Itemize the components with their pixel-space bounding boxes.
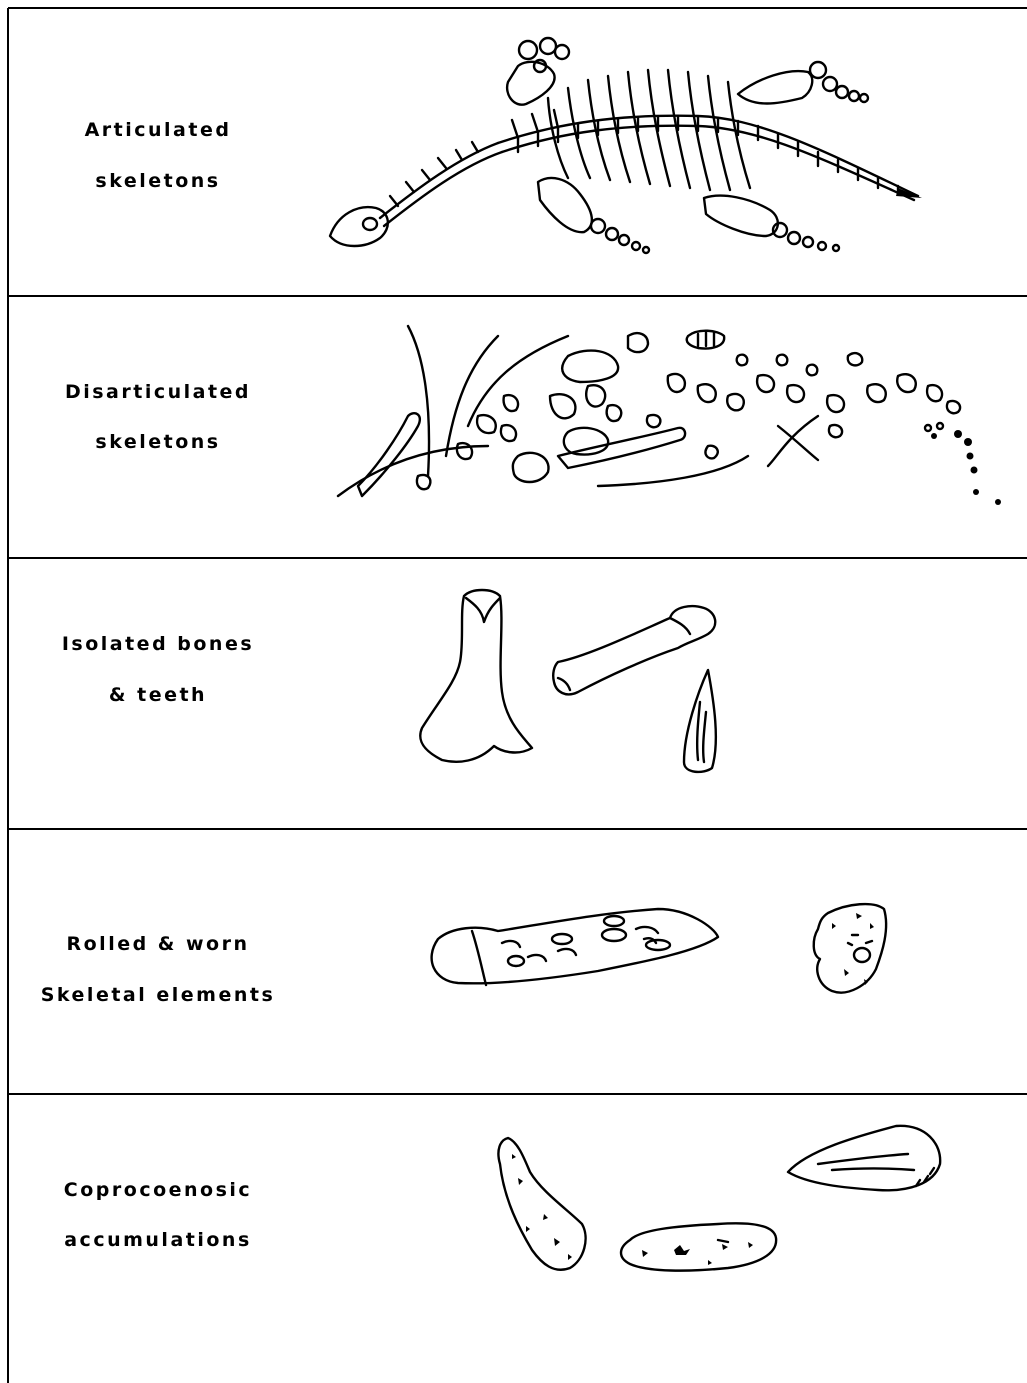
category-label-line2: accumulations xyxy=(8,1231,308,1250)
isolated-bones-teeth-icon xyxy=(408,582,748,782)
category-label-line1: Rolled & worn xyxy=(8,935,308,954)
category-label-line1: Disarticulated xyxy=(8,383,308,402)
disarticulated-skeleton-icon xyxy=(318,316,1008,516)
category-label-line2: skeletons xyxy=(8,433,308,452)
category-label-line1: Articulated xyxy=(8,121,308,140)
coprolites-icon xyxy=(478,1114,958,1294)
category-label-line1: Coprocoenosic xyxy=(8,1181,308,1200)
articulated-skeleton-icon xyxy=(318,28,928,268)
category-row-articulated: Articulated skeletons xyxy=(8,8,1027,296)
category-row-coprocoenosic: Coprocoenosic accumulations xyxy=(8,1094,1027,1383)
category-label-line2: & teeth xyxy=(8,686,308,705)
category-label-line1: Isolated bones xyxy=(8,635,308,654)
category-label-line2: skeletons xyxy=(8,172,308,191)
category-row-disarticulated: Disarticulated skeletons xyxy=(8,296,1027,558)
category-row-isolated: Isolated bones & teeth xyxy=(8,558,1027,829)
category-label-line2: Skeletal elements xyxy=(8,986,308,1005)
category-row-rolled: Rolled & worn Skeletal elements xyxy=(8,829,1027,1094)
rolled-worn-elements-icon xyxy=(418,899,938,1009)
